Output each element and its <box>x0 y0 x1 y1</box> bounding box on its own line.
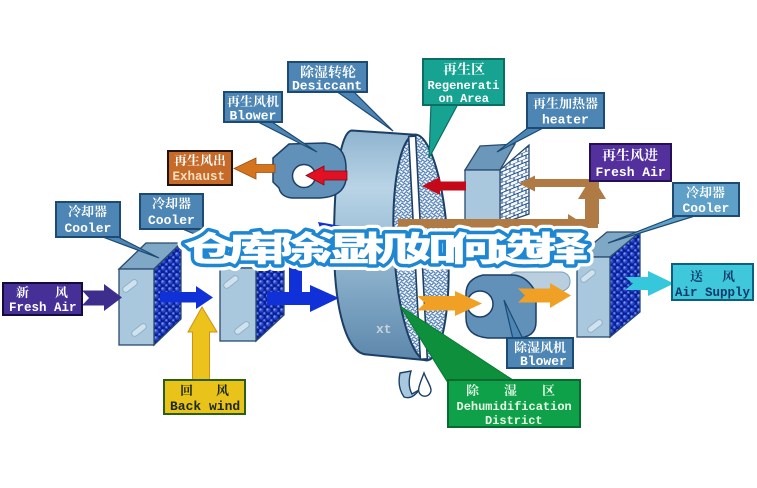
svg-text:Air Supply: Air Supply <box>675 286 751 300</box>
svg-text:Dehumidification: Dehumidification <box>457 400 572 414</box>
svg-text:Blower: Blower <box>520 354 567 369</box>
svg-text:Cooler: Cooler <box>65 221 112 236</box>
svg-text:Blower: Blower <box>230 109 277 124</box>
svg-text:heater: heater <box>542 113 589 128</box>
svg-text:Exhaust: Exhaust <box>173 170 226 184</box>
svg-text:Back wind: Back wind <box>170 399 240 414</box>
svg-text:District: District <box>485 414 543 428</box>
svg-text:Desiccant: Desiccant <box>292 79 362 94</box>
svg-text:on Area: on Area <box>439 92 489 106</box>
svg-text:Fresh Air: Fresh Air <box>9 301 77 315</box>
svg-text:Cooler: Cooler <box>683 201 730 216</box>
svg-text:xt: xt <box>376 322 392 337</box>
svg-text:Cooler: Cooler <box>148 213 195 228</box>
svg-text:Regenerati: Regenerati <box>428 79 500 93</box>
svg-text:Fresh Air: Fresh Air <box>596 165 666 180</box>
